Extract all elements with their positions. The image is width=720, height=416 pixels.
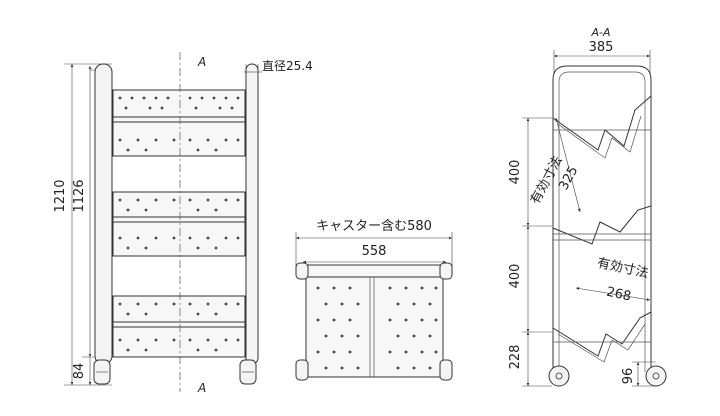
bottom-caster-right-top	[439, 262, 453, 280]
caster-left	[93, 359, 111, 385]
inner-width-label: 558	[362, 244, 387, 259]
height-total-label: 1210	[53, 179, 68, 212]
bottom-holes	[316, 286, 438, 370]
top-rail	[302, 264, 447, 278]
shelf-upper	[112, 89, 246, 123]
caster-width-label: キャスター含む580	[316, 218, 432, 234]
section-view: A-A 385 400 400	[508, 26, 667, 387]
front-view: 1210 1126 84 直径25.4	[53, 52, 313, 395]
right-frame-pipe	[245, 63, 259, 365]
bottom-view: キャスター含む580 558	[295, 218, 453, 381]
bottom-height-label: 228	[508, 345, 523, 370]
height-frame-label: 1126	[72, 179, 87, 212]
bottom-caster-left-bottom	[295, 359, 309, 381]
section-frame	[552, 65, 652, 372]
basket-body	[305, 276, 444, 378]
pipe-diameter-label: 直径25.4	[262, 59, 313, 73]
section-width-label: 385	[589, 40, 614, 55]
basket-lower	[552, 311, 652, 363]
section-title: A-A	[590, 26, 610, 39]
shelf-lower	[112, 295, 246, 358]
section-mark-bottom: A	[197, 381, 206, 395]
effective-label-lower: 有効寸法	[596, 256, 650, 281]
effective-value-lower: 268	[605, 285, 632, 305]
bottom-caster-right-bottom	[439, 359, 453, 381]
panel-upper-back	[112, 121, 246, 157]
caster-height-label: 96	[621, 368, 636, 385]
left-frame-pipe	[94, 63, 113, 365]
section-caster-left	[548, 365, 570, 387]
section-caster-right	[645, 365, 667, 387]
basket-upper	[552, 95, 652, 159]
bottom-caster-left-top	[295, 262, 309, 280]
height-caster-label: 84	[72, 363, 87, 380]
section-mark-top: A	[197, 55, 206, 69]
shelf-middle	[112, 191, 246, 257]
basket-middle	[552, 205, 652, 245]
pitch-upper-label: 400	[508, 160, 523, 185]
pitch-lower-label: 400	[508, 264, 523, 289]
perforation-holes	[118, 96, 240, 352]
caster-right	[239, 359, 257, 385]
